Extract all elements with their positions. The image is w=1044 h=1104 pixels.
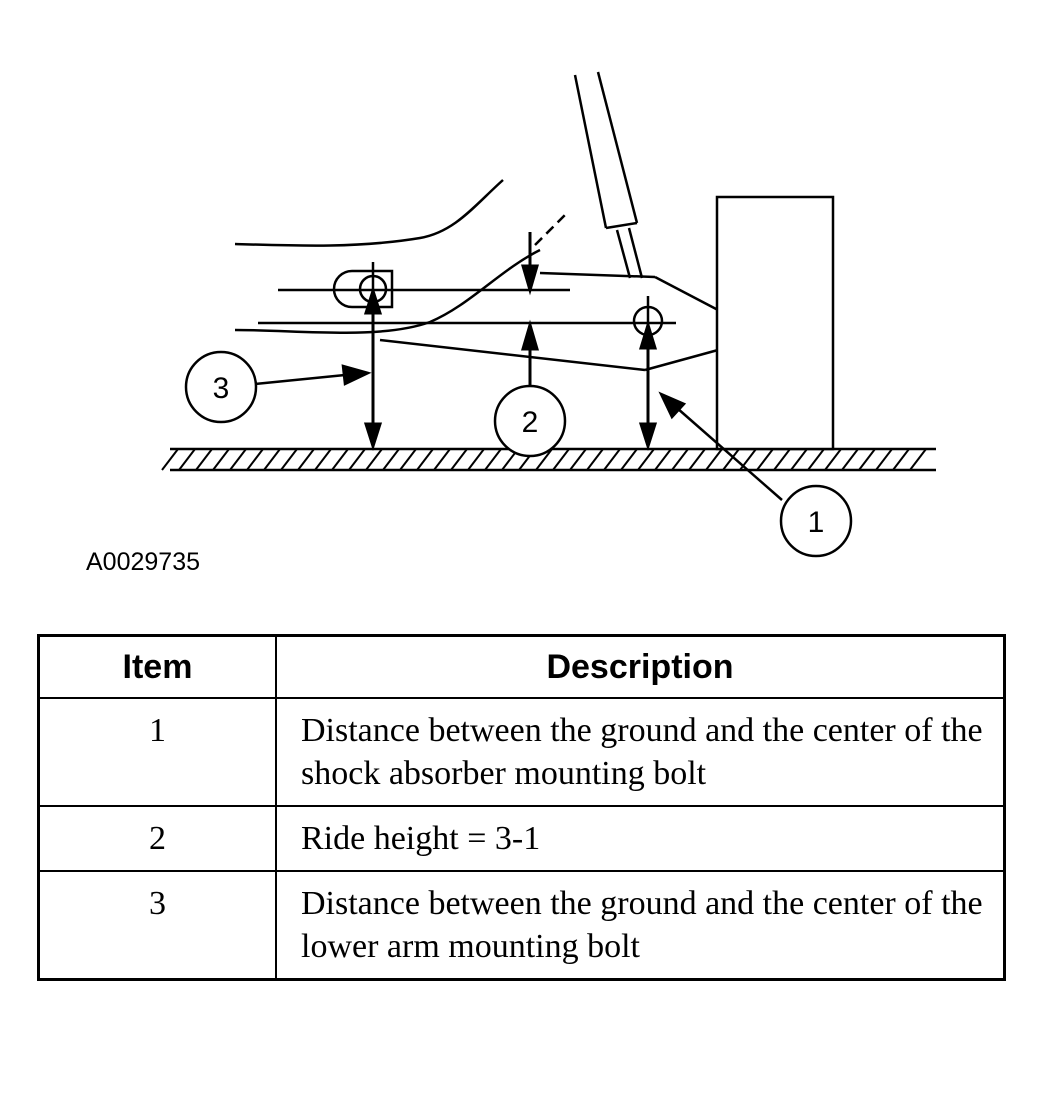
- hatch-line: [790, 448, 808, 471]
- hatch-line: [824, 448, 842, 471]
- hatch-line: [195, 448, 213, 471]
- hatch-line: [365, 448, 383, 471]
- callout-1: 1: [779, 484, 853, 558]
- callout-leaders: [254, 364, 783, 501]
- hatch-line: [773, 448, 791, 471]
- hatch-line: [603, 448, 621, 471]
- dimension-3-arrow: [363, 286, 383, 451]
- callout-2-label: 2: [522, 406, 539, 439]
- hatch-line: [637, 448, 655, 471]
- hatch-line: [875, 448, 893, 471]
- hatch-line: [263, 448, 281, 471]
- hatch-line: [654, 448, 672, 471]
- hatch-line: [314, 448, 332, 471]
- description-cell: Distance between the ground and the cent…: [275, 870, 1006, 981]
- hatch-line: [569, 448, 587, 471]
- hatch-line: [348, 448, 366, 471]
- table-row: 3 Distance between the ground and the ce…: [37, 870, 1006, 981]
- description-cell: Ride height = 3-1: [275, 805, 1006, 872]
- hatch-line: [535, 448, 553, 471]
- hatch-line: [382, 448, 400, 471]
- figure-id-label: A0029735: [86, 548, 201, 576]
- hatch-line: [552, 448, 570, 471]
- item-header: Item: [37, 634, 277, 699]
- hatch-line: [229, 448, 247, 471]
- hatch-line: [450, 448, 468, 471]
- dimension-2-arrows: [521, 232, 539, 388]
- table-row: 2 Ride height = 3-1: [37, 805, 1006, 872]
- hatch-line: [416, 448, 434, 471]
- hatch-line: [671, 448, 689, 471]
- lower-arm: [332, 269, 719, 372]
- hatch-line: [688, 448, 706, 471]
- callout-2: 2: [493, 384, 567, 458]
- item-cell: 3: [37, 870, 277, 981]
- hatch-line: [399, 448, 417, 471]
- hatch-line: [246, 448, 264, 471]
- ride-height-diagram: 3 2 1: [161, 71, 936, 558]
- description-cell: Distance between the ground and the cent…: [275, 697, 1006, 807]
- description-header: Description: [275, 634, 1006, 699]
- hatch-line: [212, 448, 230, 471]
- item-cell: 1: [37, 697, 277, 807]
- callout-3-label: 3: [213, 372, 230, 405]
- hatch-line: [722, 448, 740, 471]
- hatch-line: [467, 448, 485, 471]
- hatch-line: [297, 448, 315, 471]
- hatch-line: [586, 448, 604, 471]
- hatch-line: [178, 448, 196, 471]
- hatch-line: [331, 448, 349, 471]
- hatch-line: [280, 448, 298, 471]
- dimension-1-arrow: [638, 319, 658, 451]
- callout-1-label: 1: [808, 506, 825, 539]
- hatch-line: [756, 448, 774, 471]
- shock-absorber: [573, 71, 644, 279]
- hatch-line: [620, 448, 638, 471]
- hatch-line: [705, 448, 723, 471]
- callout-3: 3: [184, 350, 258, 424]
- wheel-block: [715, 195, 835, 451]
- hatch-line: [484, 448, 502, 471]
- hatch-line: [433, 448, 451, 471]
- hatch-line: [161, 448, 179, 471]
- item-cell: 2: [37, 805, 277, 872]
- hatch-line: [892, 448, 910, 471]
- table-row: 1 Distance between the ground and the ce…: [37, 697, 1006, 807]
- legend-table: Item Description 1 Distance between the …: [37, 634, 1006, 981]
- table-header-row: Item Description: [37, 634, 1006, 699]
- hatch-line: [807, 448, 825, 471]
- ground-hatch: [161, 447, 936, 472]
- hatch-line: [858, 448, 876, 471]
- hatch-line: [841, 448, 859, 471]
- hatch-line: [909, 448, 927, 471]
- vehicle-body-outline: [234, 179, 676, 335]
